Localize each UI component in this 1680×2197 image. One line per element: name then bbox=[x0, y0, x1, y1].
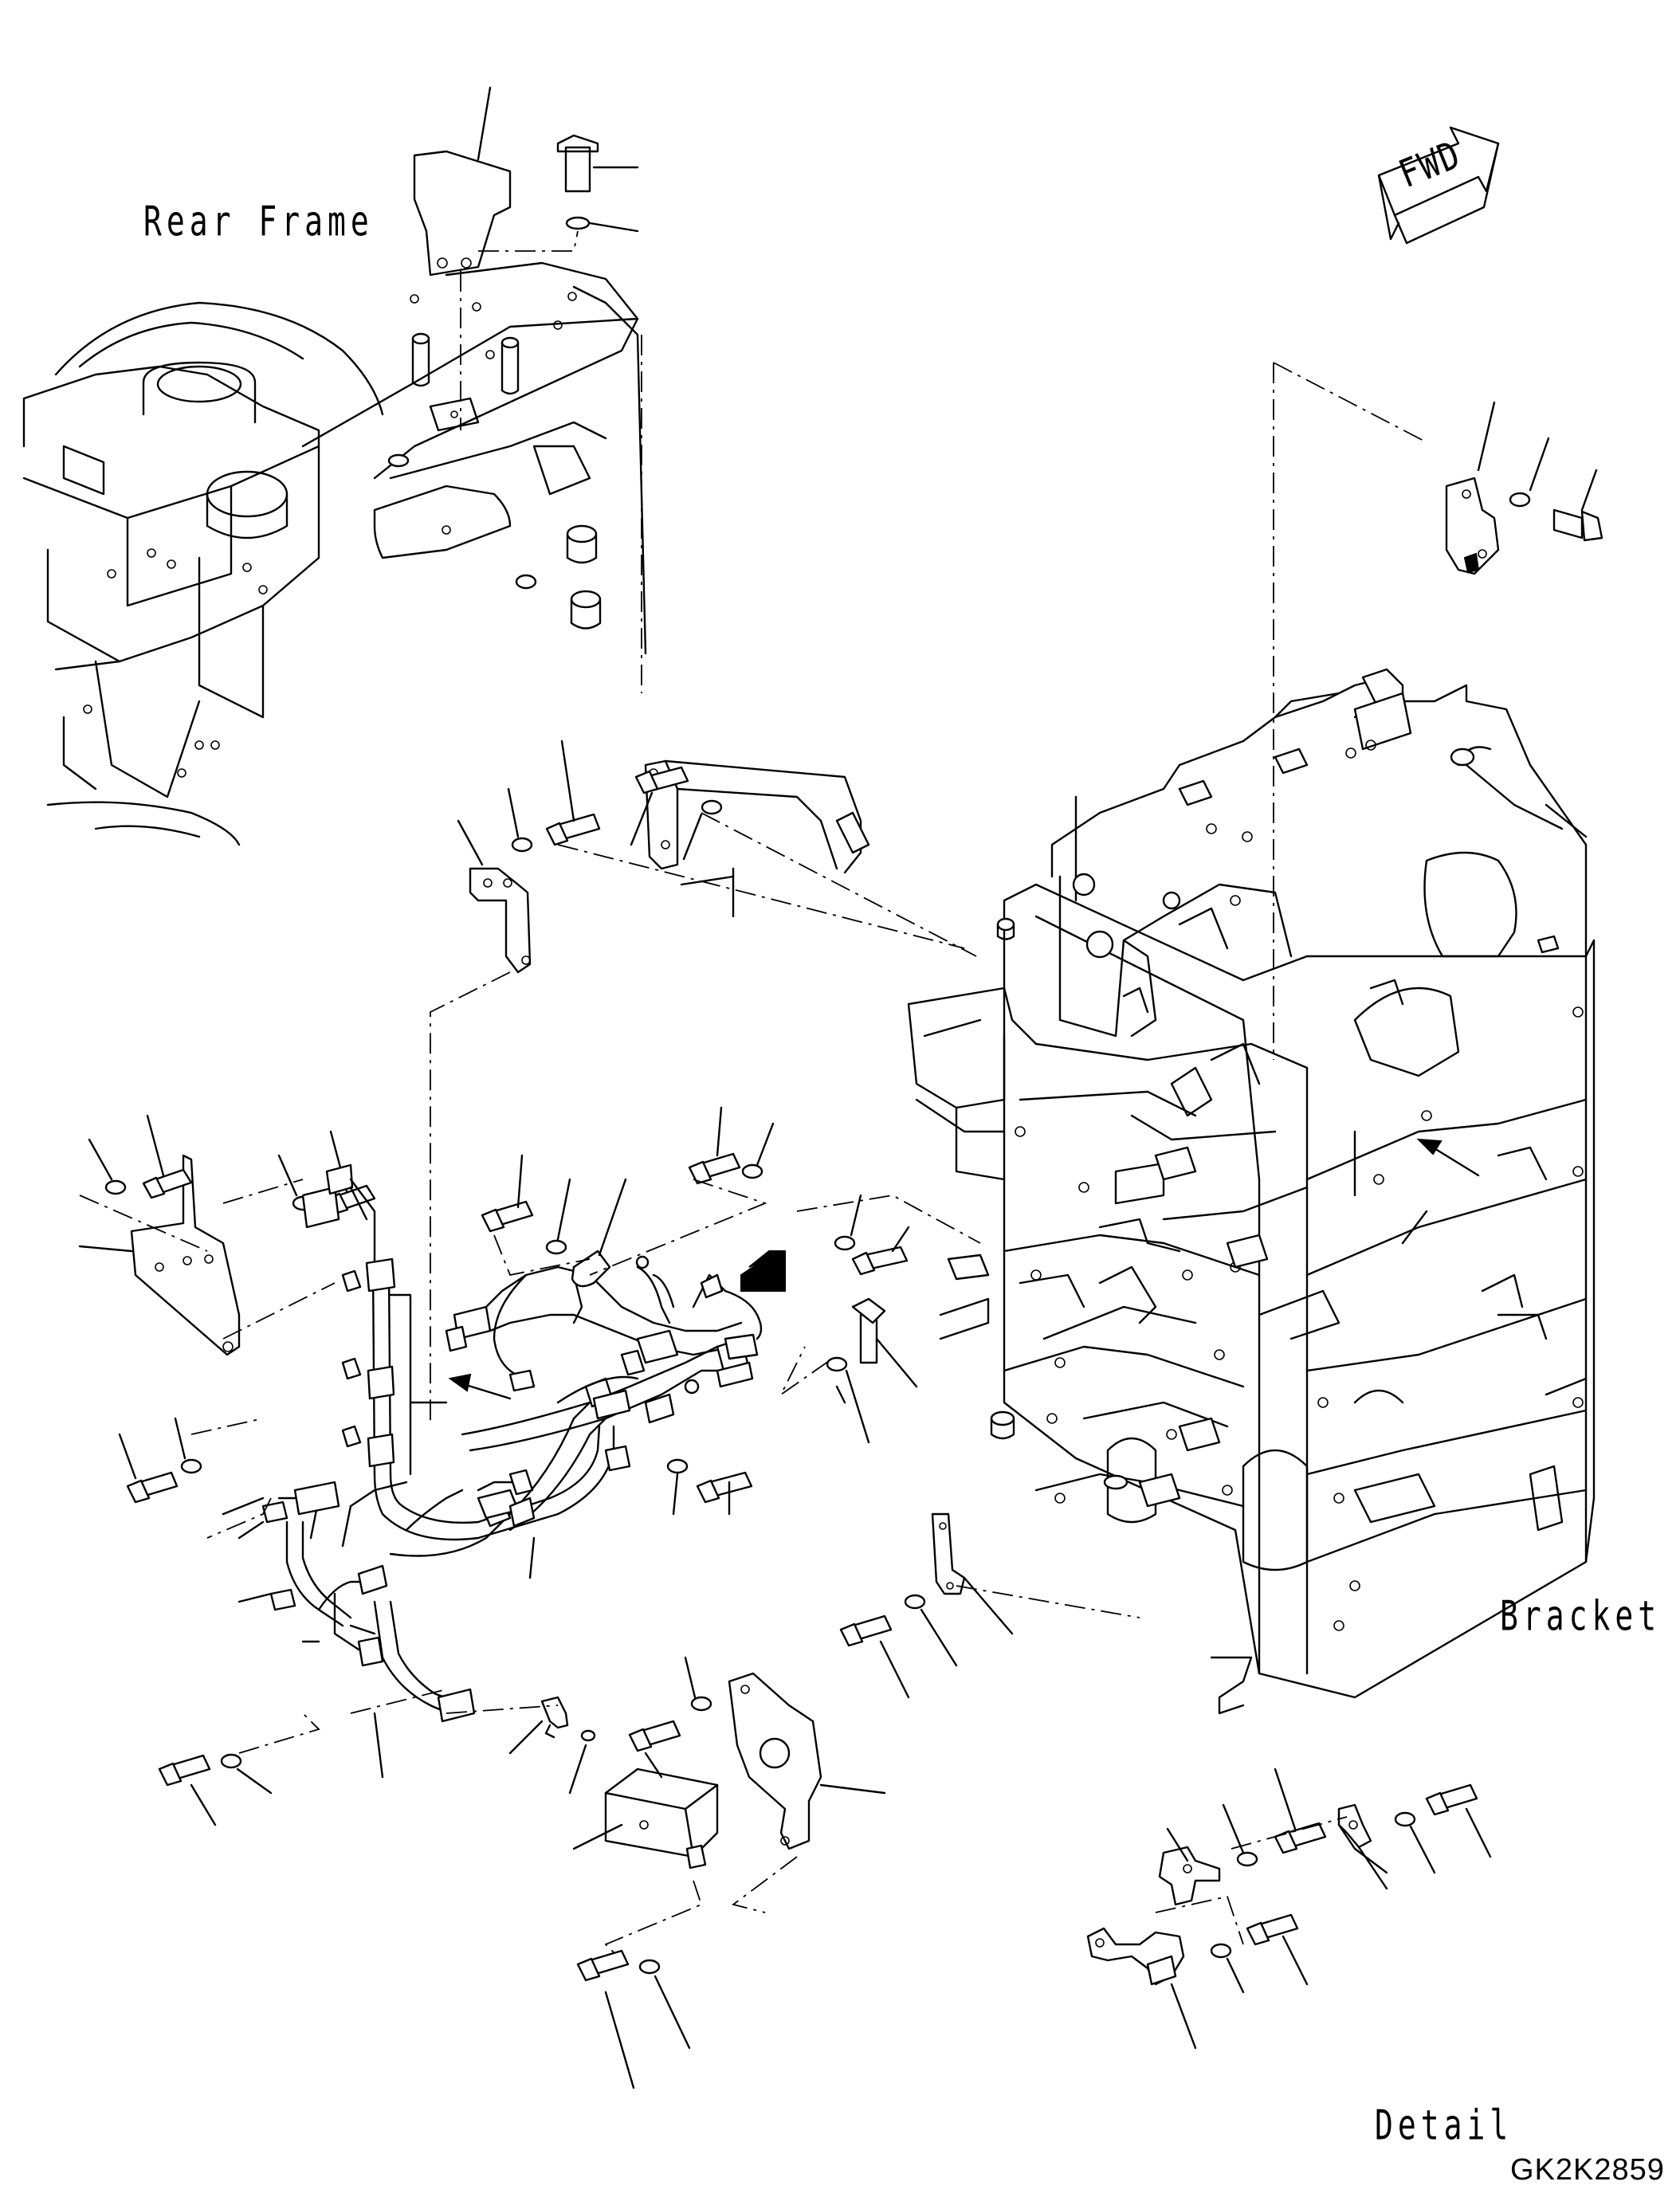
leader-line bbox=[1273, 362, 1427, 443]
rear-frame-assembly bbox=[22, 86, 647, 846]
detail-assembly bbox=[1086, 1767, 1492, 2050]
arrowhead-icon bbox=[448, 1373, 472, 1392]
small-bracket-upper bbox=[430, 740, 601, 1426]
clip-bracket-lower bbox=[839, 1512, 1140, 1699]
harness-assembly bbox=[78, 1106, 918, 1723]
small-bracket-topright bbox=[1445, 401, 1603, 575]
leader-line bbox=[796, 1195, 981, 1244]
fwd-arrow-icon bbox=[1377, 126, 1500, 245]
leader-line bbox=[206, 1497, 272, 1539]
controller-box bbox=[158, 1656, 886, 2089]
bracket-label: Bracket bbox=[1500, 1592, 1662, 1640]
drawing-code: GK2K2859 bbox=[1510, 2153, 1665, 2187]
arrowhead-icon bbox=[1416, 1138, 1443, 1155]
upper-bracket-plate bbox=[630, 759, 977, 957]
pointer-arrow-icon bbox=[740, 1250, 786, 1292]
detail-label: Detail bbox=[1375, 2101, 1513, 2149]
bracket-frame-assembly bbox=[907, 668, 1596, 1715]
leader-line bbox=[557, 844, 965, 949]
rear-frame-label: Rear Frame bbox=[143, 198, 374, 245]
